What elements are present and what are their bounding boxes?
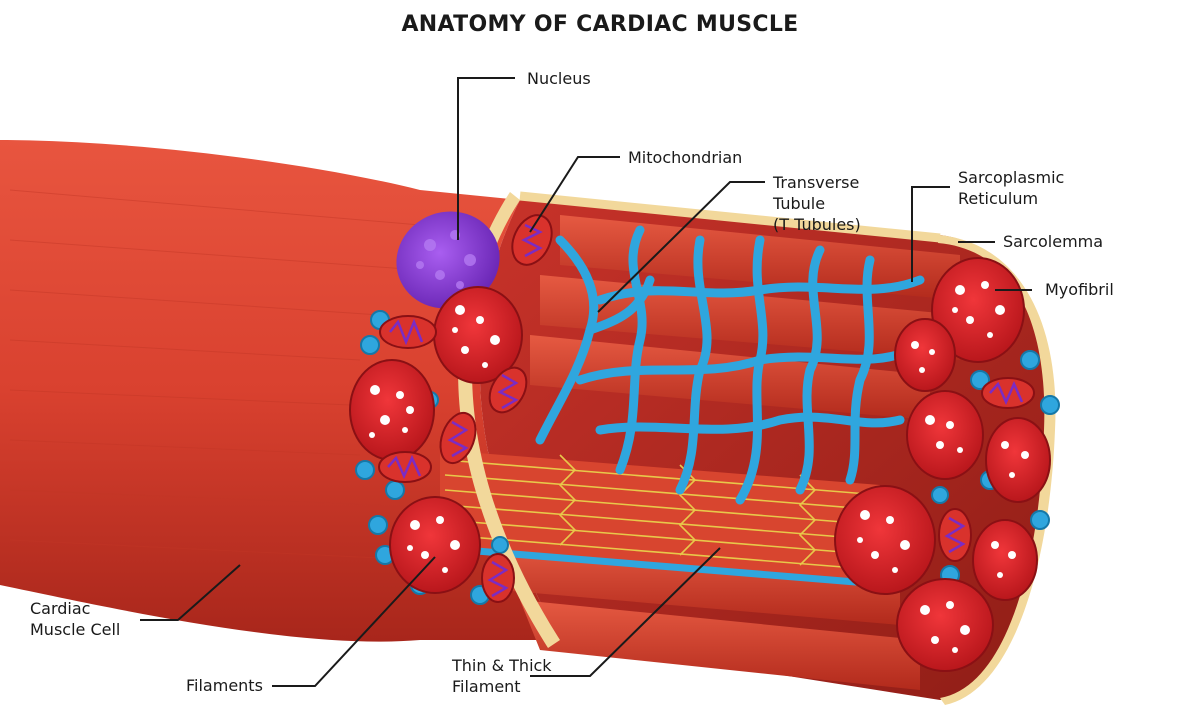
myofibril-10 <box>896 578 994 672</box>
myofibril-6 <box>906 390 984 480</box>
myofibril-5 <box>894 318 956 392</box>
myofibril-9 <box>972 519 1038 601</box>
label-myofibril: Myofibril <box>1045 280 1114 299</box>
leader-mitochondrian <box>529 156 620 233</box>
myofibril-3 <box>389 496 481 594</box>
myofibril-4 <box>931 257 1025 363</box>
mitochondrion-4 <box>378 451 432 483</box>
leader-lines <box>140 77 1032 687</box>
t-tubule-network <box>535 225 925 505</box>
label-cardiac-muscle-cell: Cardiac Muscle Cell <box>30 599 121 639</box>
label-mitochondrian: Mitochondrian <box>628 148 743 167</box>
label-thin-thick-filament: Thin & Thick Filament <box>452 656 552 696</box>
label-filaments: Filaments <box>186 676 263 695</box>
mitochondrion-7 <box>981 377 1035 409</box>
diagram-title: ANATOMY OF CARDIAC MUSCLE <box>401 12 799 37</box>
mitochondrion-2 <box>379 315 437 349</box>
mitochondrion-8 <box>938 508 972 562</box>
nucleus-shape <box>396 211 500 309</box>
leader-filaments <box>272 556 436 687</box>
sarcolemma-top-edge <box>519 191 941 243</box>
label-transverse-tubule: Transverse Tubule (T Tubules) <box>773 173 861 234</box>
label-sarcolemma: Sarcolemma <box>1003 232 1104 251</box>
mitochondrion-5 <box>488 366 528 414</box>
mitochondria <box>378 214 1035 603</box>
myofibril-2 <box>349 359 435 461</box>
leader-transverse-tubule <box>597 181 765 313</box>
mitochondrion-3 <box>439 411 477 465</box>
myofibril-1 <box>433 286 523 384</box>
myofibril-7 <box>985 417 1051 503</box>
label-sarcoplasmic-reticulum: Sarcoplasmic Reticulum <box>958 168 1065 208</box>
leader-thin-thick-filament <box>530 547 721 677</box>
muscle-striations <box>9 189 421 561</box>
label-nucleus: Nucleus <box>527 69 591 88</box>
myofibrils <box>349 257 1051 672</box>
myofibril-8 <box>834 485 936 595</box>
mitochondrion-1 <box>511 214 553 266</box>
mitochondrion-6 <box>481 553 515 603</box>
leader-sarcoplasmic-reticulum <box>911 186 950 282</box>
leader-cardiac-muscle-cell <box>140 564 241 621</box>
leader-nucleus <box>457 77 515 240</box>
sarcolemma-rim <box>458 192 1056 705</box>
